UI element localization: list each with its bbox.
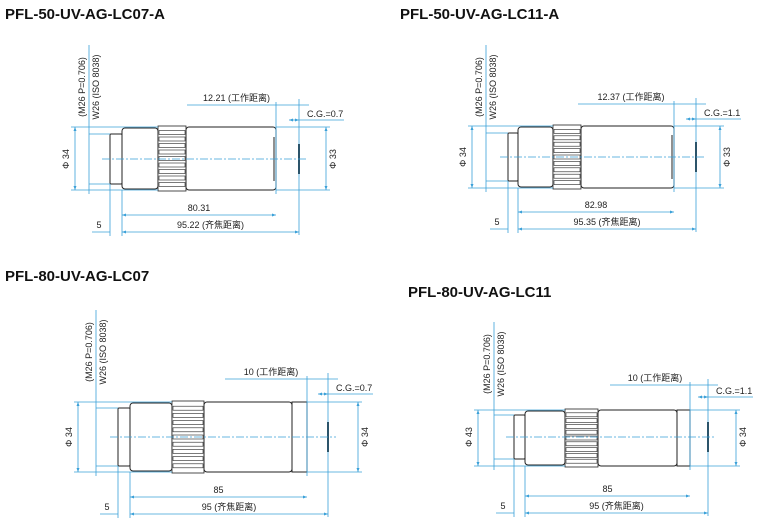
knurl-rib [172, 441, 204, 447]
working-distance-label: 12.37 (工作距离) [597, 91, 664, 102]
cover-glass-label: C.G.=1.1 [704, 108, 740, 118]
dia-left-label: Φ 34 [458, 147, 468, 167]
knurl-rib [553, 173, 581, 179]
parfocal-label: 95.22 (齐焦距离) [177, 219, 244, 230]
length-label: 85 [602, 484, 612, 494]
length-label: 80.31 [188, 203, 211, 213]
knurl-rib [158, 156, 186, 161]
working-distance-label: 12.21 (工作距离) [203, 92, 270, 103]
knurl-rib [553, 129, 581, 134]
knurl-rib [158, 169, 186, 174]
lens-title-2: PFL-50-UV-AG-LC11-A [400, 6, 560, 23]
parfocal-label: 95 (齐焦距离) [589, 500, 644, 511]
dia-right-label: Φ 33 [328, 149, 338, 169]
lens-title-4: PFL-80-UV-AG-LC11 [408, 284, 552, 301]
knurl-rib [158, 175, 186, 181]
knurl-rib [553, 141, 581, 147]
knurl-rib [158, 143, 186, 148]
working-distance-label: 10 (工作距离) [244, 366, 299, 377]
dim-cover-glass-arrows [289, 118, 299, 122]
knurl-rib [565, 453, 598, 458]
thread-spec-2: W26 (ISO 8038) [91, 54, 101, 119]
offset-label: 5 [500, 501, 505, 511]
thread-spec-1: (M26 P=0.706) [84, 322, 94, 382]
knurl-rib [172, 449, 204, 454]
knurl-rib [565, 435, 598, 441]
thread-spec-2: W26 (ISO 8038) [488, 54, 498, 119]
knurl-rib [172, 427, 204, 433]
dia-left-label: Φ 34 [61, 149, 71, 169]
knurl-rib [172, 405, 204, 411]
lens-body-rear [121, 127, 159, 190]
lens-title-1: PFL-50-UV-AG-LC07-A [5, 6, 166, 23]
lens-body-rear [524, 410, 566, 466]
thread-spec-2: W26 (ISO 8038) [496, 331, 506, 396]
lens-drawing-4: Φ 43 (M26 P=0.706) W26 (ISO 8038) Φ 34 10 (工… [464, 322, 753, 517]
lens-barrel [597, 409, 678, 467]
cover-glass-label: C.G.=0.7 [307, 109, 343, 119]
dia-right-label: Φ 34 [360, 427, 370, 447]
dim-cover-glass-arrows [686, 117, 696, 121]
dia-right-label: Φ 33 [722, 147, 732, 167]
thread-spec-2: W26 (ISO 8038) [98, 319, 108, 384]
dim-cover-glass-arrows [698, 395, 708, 399]
knurl-rib [565, 441, 598, 447]
dim-cover-glass-arrows [318, 392, 328, 396]
knurl-rib [172, 463, 204, 469]
parfocal-label: 95 (齐焦距离) [202, 501, 257, 512]
knurl-rib [553, 161, 581, 166]
knurl-rib [565, 418, 598, 423]
dia-right-label: Φ 34 [738, 427, 748, 447]
cover-glass-label: C.G.=0.7 [336, 383, 372, 393]
thread-spec-1: (M26 P=0.706) [77, 57, 87, 117]
knurl-rib [158, 182, 186, 187]
knurl-rib [553, 167, 581, 173]
cover-glass-label: C.G.=1.1 [716, 386, 752, 396]
length-label: 82.98 [585, 200, 608, 210]
knurl-rib [565, 412, 598, 418]
offset-label: 5 [104, 502, 109, 512]
front-ring [676, 409, 691, 467]
knurl-rib [158, 130, 186, 135]
thread-spec-1: (M26 P=0.706) [474, 57, 484, 117]
knurl-rib [565, 447, 598, 452]
lens-drawing-3: Φ 34 (M26 P=0.706) W26 (ISO 8038) Φ 34 10 (工… [64, 310, 373, 518]
parfocal-label: 95.35 (齐焦距离) [573, 216, 640, 227]
dia-left-label: Φ 34 [64, 427, 74, 447]
knurl-rib [172, 413, 204, 418]
lens-drawing-2: Φ 34 (M26 P=0.706) W26 (ISO 8038) Φ 33 12.37… [458, 45, 741, 233]
offset-label: 5 [96, 220, 101, 230]
lens-body-rear [129, 402, 173, 472]
dia-left-label: Φ 43 [464, 427, 474, 447]
knurl-rib [553, 148, 581, 153]
knurl-rib [565, 458, 598, 464]
lens-drawing-1: Φ 34 (M26 P=0.706) W26 (ISO 8038) Φ 33 12.21… [61, 45, 344, 236]
knurl-rib [172, 456, 204, 461]
lens-title-3: PFL-80-UV-AG-LC07 [5, 268, 150, 285]
offset-label: 5 [494, 217, 499, 227]
knurl-rib [158, 136, 186, 142]
knurl-rib [158, 162, 186, 168]
knurl-rib [565, 424, 598, 429]
knurl-rib [553, 135, 581, 141]
knurl-rib [172, 420, 204, 425]
length-label: 85 [213, 485, 223, 495]
thread-spec-1: (M26 P=0.706) [482, 334, 492, 394]
knurl-rib [553, 180, 581, 185]
knurl-rib [158, 149, 186, 155]
working-distance-label: 10 (工作距离) [628, 372, 683, 383]
knurl-rib [565, 429, 598, 435]
lens-barrel [185, 126, 277, 191]
